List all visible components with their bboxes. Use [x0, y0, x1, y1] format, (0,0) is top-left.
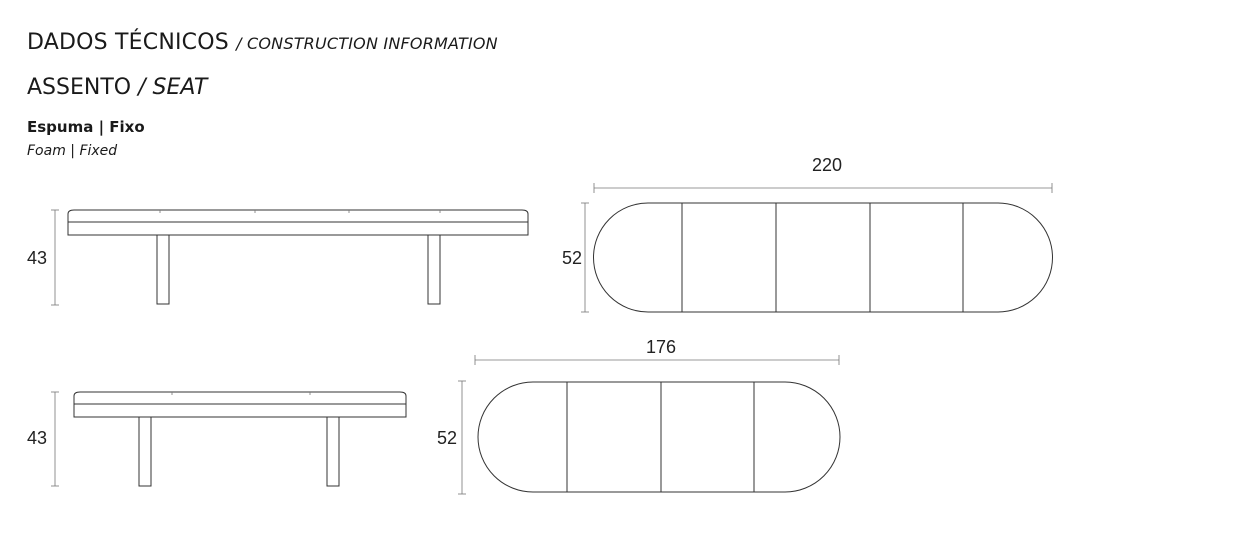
height-label-1: 43: [27, 248, 47, 268]
leg-right: [427, 235, 441, 305]
bench-1-side-view: 43: [27, 209, 529, 306]
spec-label-pt: Espuma | Fixo: [27, 118, 145, 136]
seat-base: [73, 403, 407, 418]
spec-label-en: Foam | Fixed: [27, 143, 118, 159]
leg-right: [326, 417, 340, 487]
length-label-2: 176: [646, 337, 676, 357]
leg-left: [156, 235, 170, 305]
title-pt: DADOS TÉCNICOS: [27, 30, 229, 55]
length-label-1: 220: [812, 155, 842, 175]
bench-2-side-view: 43: [27, 391, 407, 487]
depth-label-1: 52: [562, 248, 582, 268]
section-heading: ASSENTO / SEAT: [27, 75, 207, 100]
page-title: DADOS TÉCNICOS / CONSTRUCTION INFORMATIO…: [27, 30, 498, 55]
section-name-pt: ASSENTO: [27, 75, 132, 100]
seat-outline: [593, 202, 1053, 313]
title-en: / CONSTRUCTION INFORMATION: [236, 34, 498, 53]
seat-outline: [477, 381, 841, 493]
seat-cushion: [73, 391, 407, 405]
height-label-2: 43: [27, 428, 47, 448]
bench-2-top-view: 176 52: [437, 337, 841, 495]
leg-left: [138, 417, 152, 487]
depth-label-2: 52: [437, 428, 457, 448]
bench-1-top-view: 220 52: [562, 155, 1053, 313]
seat-cushion: [67, 209, 529, 223]
section-name-en: / SEAT: [138, 75, 208, 100]
seat-base: [67, 221, 529, 236]
